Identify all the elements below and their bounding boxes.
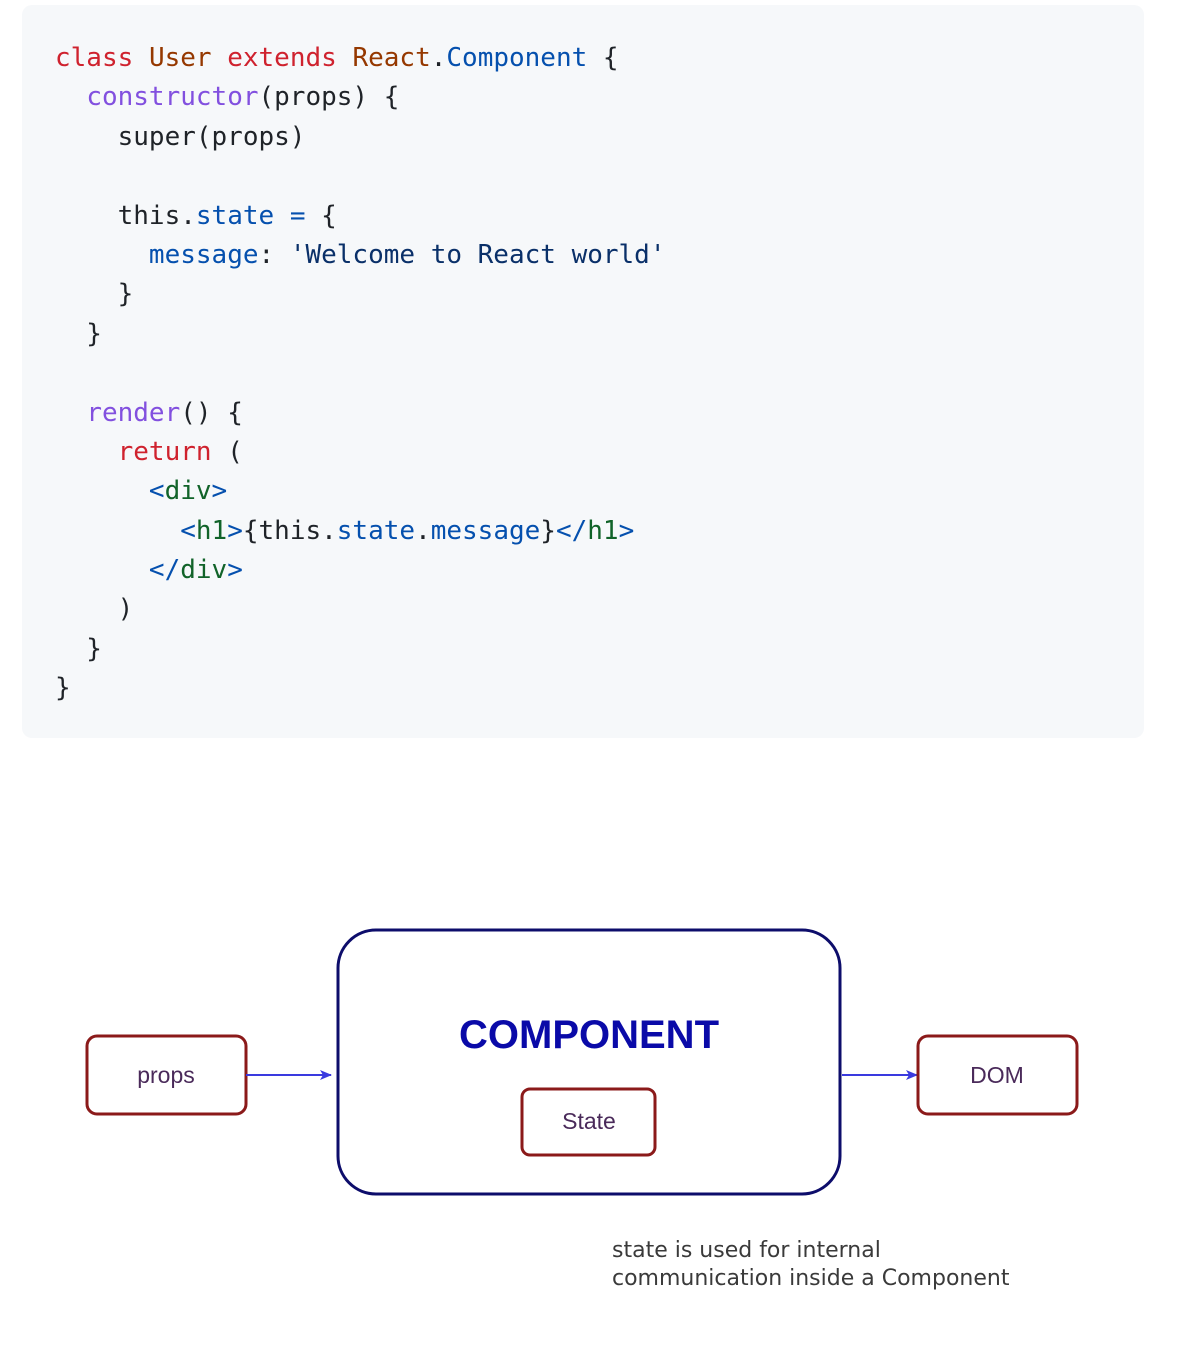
code-token: >: [227, 555, 243, 586]
code-token: >: [618, 515, 635, 546]
code-token: User: [148, 43, 212, 73]
code-token: state: [195, 200, 275, 231]
code-token: }: [55, 279, 134, 310]
code-line: constructor(props) {: [55, 78, 1144, 117]
code-token: super(props): [55, 121, 306, 152]
code-token: () {: [180, 397, 243, 428]
code-line: ): [55, 590, 1144, 629]
code-token: >: [211, 476, 228, 507]
code-line: <div>: [55, 472, 1144, 511]
code-line: super(props): [55, 118, 1144, 157]
code-block: class User extends React.Component { con…: [22, 5, 1144, 738]
code-token: <: [180, 515, 196, 546]
code-token: state: [336, 515, 416, 546]
state-box: [520, 1087, 657, 1157]
code-token: {this.: [242, 515, 337, 546]
code-token: h1: [587, 515, 619, 546]
code-token: {: [587, 43, 619, 73]
code-token: render: [86, 397, 181, 428]
code-token: </: [555, 515, 588, 546]
code-token: >: [227, 515, 243, 546]
code-token: (props) {: [258, 82, 400, 113]
code-token: .: [415, 515, 431, 546]
code-token: message: [148, 239, 259, 270]
code-line: </div>: [55, 551, 1144, 590]
code-line: }: [55, 669, 1144, 708]
code-token: div: [164, 476, 212, 507]
code-token: }: [540, 515, 556, 546]
code-line: return (: [55, 433, 1144, 472]
code-line: render() {: [55, 394, 1144, 433]
caption-line-1: state is used for internal: [612, 1238, 881, 1263]
code-token: div: [180, 555, 228, 586]
code-token: message: [430, 515, 541, 546]
code-token: <: [148, 476, 165, 507]
code-token: .: [430, 43, 447, 73]
code-token: </: [148, 555, 181, 586]
code-token: this.: [55, 200, 196, 231]
code-token: 'Welcome to React world': [289, 239, 666, 270]
component-box: [336, 928, 842, 1196]
code-token: constructor: [86, 82, 259, 113]
code-token: ): [55, 594, 134, 625]
code-token: }: [55, 318, 102, 349]
code-token: =: [289, 200, 306, 231]
code-line: message: 'Welcome to React world': [55, 236, 1144, 275]
code-token: }: [55, 633, 102, 664]
props-label: props: [137, 1062, 195, 1088]
code-token: return: [117, 436, 212, 467]
code-token: Component: [446, 43, 588, 73]
code-token: }: [55, 673, 71, 704]
code-token: React: [352, 43, 431, 73]
code-line: }: [55, 275, 1144, 314]
code-line: this.state = {: [55, 197, 1144, 236]
code-token: :: [258, 239, 290, 270]
code-line: }: [55, 630, 1144, 669]
code-token: (: [211, 436, 243, 467]
component-title: COMPONENT: [459, 1013, 719, 1057]
code-token: extends: [227, 43, 337, 73]
code-token: {: [305, 200, 337, 231]
code-line: class User extends React.Component {: [55, 39, 1144, 78]
code-token: class: [55, 43, 134, 73]
code-line: }: [55, 315, 1144, 354]
code-line: <h1>{this.state.message}</h1>: [55, 512, 1144, 551]
dom-label: DOM: [970, 1062, 1024, 1088]
dom-box: [916, 1034, 1079, 1116]
caption-line-2: communication inside a Component: [612, 1266, 1010, 1291]
diagram-caption: state is used for internal communication…: [612, 1237, 1009, 1293]
code-token: h1: [195, 515, 228, 546]
state-label: State: [562, 1108, 616, 1134]
